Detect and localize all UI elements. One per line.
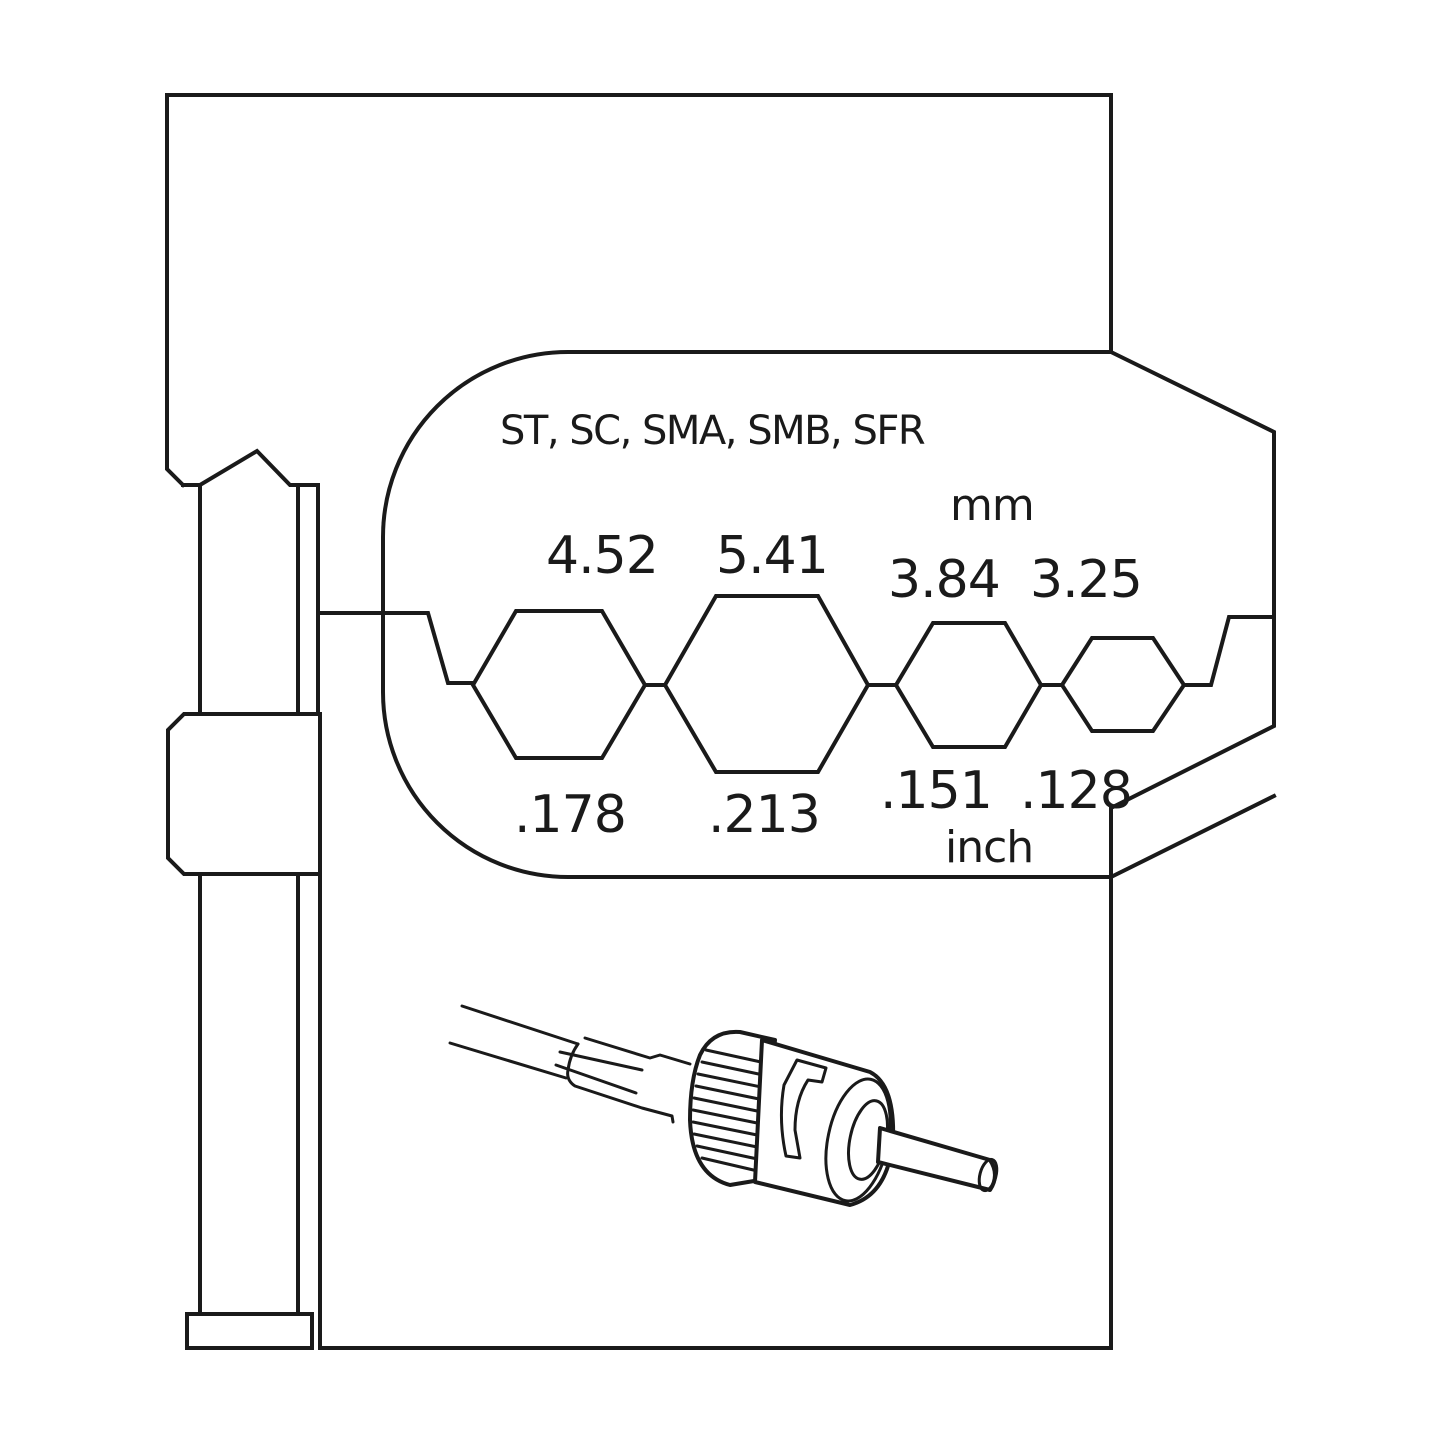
unit-inch-label: inch: [945, 822, 1033, 873]
sleeve-line-1: [558, 1050, 644, 1072]
middle-block: [166, 712, 322, 876]
guide-pin-lower: [185, 872, 314, 1350]
left-notch: [316, 611, 475, 685]
connector-types-label: ST, SC, SMA, SMB, SFR: [500, 408, 925, 454]
bayonet-housing: [753, 1038, 896, 1207]
inch-label-1: .178: [514, 785, 626, 845]
die-window: [381, 350, 1277, 879]
st-connector-icon: [448, 1004, 999, 1207]
ferrule-tip: [977, 1157, 999, 1193]
ferrule: [876, 1126, 997, 1192]
die-body: [165, 93, 1276, 1350]
inch-label-4: .128: [1020, 761, 1132, 821]
pin-foot: [185, 1312, 314, 1350]
mm-label-1: 4.52: [546, 526, 658, 586]
die-body-upper-outline: [165, 93, 1113, 488]
knurl-lines: [691, 1048, 772, 1174]
mm-label-3: 3.84: [888, 550, 1000, 610]
mm-label-2: 5.41: [716, 526, 828, 586]
mm-label-4: 3.25: [1030, 550, 1142, 610]
die-right-bevel: [318, 349, 1276, 1350]
cable-bottom-edge: [448, 1041, 568, 1080]
pin-upper-top: [181, 448, 320, 716]
guide-pin-upper: [181, 448, 320, 716]
hex-cavity-3: [893, 621, 1044, 749]
hex-cavity-4: [1059, 636, 1187, 733]
inch-label-2: .213: [708, 785, 820, 845]
bayonet-slot: [779, 1058, 828, 1160]
inch-label-3: .151: [880, 761, 992, 821]
sleeve-line-2: [554, 1063, 638, 1095]
crimp-sleeve: [566, 1036, 692, 1124]
hex-cavity-1: [470, 609, 648, 760]
hex-cavity-2: [662, 594, 871, 774]
cable-top-edge: [460, 1004, 580, 1046]
labels: ST, SC, SMA, SMB, SFR mm 4.52 5.41 3.84 …: [500, 408, 1143, 873]
right-notch: [1182, 615, 1276, 687]
crimp-profile: [316, 594, 1276, 774]
unit-mm-label: mm: [950, 480, 1034, 531]
